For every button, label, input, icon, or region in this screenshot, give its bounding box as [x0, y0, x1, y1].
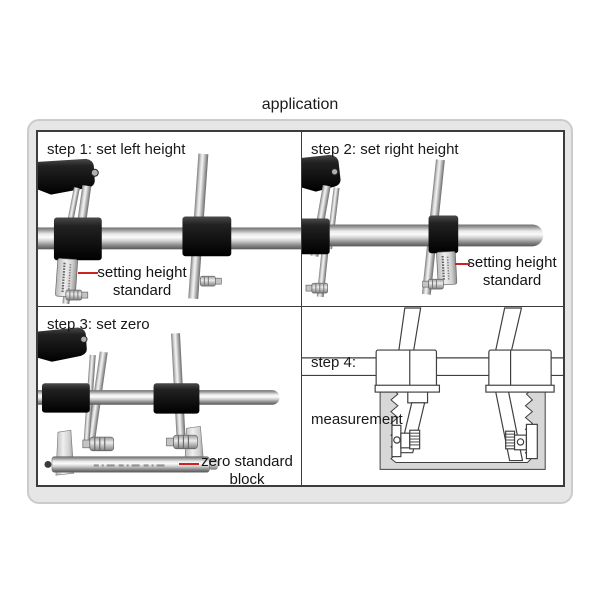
- panel-step4: step 4: measurement: [302, 307, 563, 485]
- annotation-text: block: [229, 471, 265, 485]
- thumb-screw: [65, 289, 89, 301]
- clamp-foot-right: [485, 384, 555, 393]
- thumb-screw: [200, 275, 222, 287]
- step4-title-line2: measurement: [311, 411, 403, 428]
- support-rod: [66, 187, 80, 226]
- step3-photo: [38, 327, 280, 476]
- step2-leader-line: [455, 263, 470, 265]
- annotation-text: setting height: [97, 264, 187, 281]
- mounting-bracket: [38, 327, 88, 362]
- clamp-block-center: [153, 383, 200, 414]
- annotation-text: setting height: [467, 254, 557, 271]
- support-rod: [76, 185, 92, 226]
- zero-standard-block: [44, 425, 218, 476]
- annotation-text: zero standard: [201, 453, 293, 470]
- mounting-bracket: [38, 158, 99, 195]
- panel-step2: step 2: set right height setting height …: [302, 132, 563, 307]
- clamp-block-left: [53, 217, 102, 261]
- page-title: application: [261, 96, 339, 113]
- cross-bar: [302, 224, 544, 247]
- panel-step1: step 1: set left height setting height s…: [38, 132, 302, 307]
- height-gauge: [55, 258, 79, 298]
- knurled-screw: [82, 436, 115, 452]
- step2-annotation: setting height standard: [454, 254, 563, 290]
- clamp-block-left: [41, 383, 90, 413]
- step1-annotation: setting height standard: [82, 264, 202, 300]
- steps-grid: step 1: set left height setting height s…: [36, 130, 565, 487]
- upper-rod-right: [495, 307, 523, 351]
- clamp-block-center: [428, 215, 459, 254]
- step3-annotation: zero standard block: [188, 453, 301, 485]
- cross-bar: [38, 227, 301, 250]
- annotation-text: standard: [112, 282, 172, 299]
- clamp-block-right: [182, 216, 232, 257]
- clamp-block-right: [488, 349, 552, 388]
- step1-leader-line: [78, 272, 98, 274]
- step4-title-line1: step 4:: [311, 354, 357, 371]
- panel-step3: step 3: set zero zero standard block: [38, 307, 302, 485]
- step1-title: step 1: set left height: [47, 141, 186, 158]
- step4-title: step 4: measurement: [311, 315, 403, 467]
- step3-title: step 3: set zero: [47, 316, 150, 333]
- measuring-probe-right: [505, 423, 538, 460]
- measuring-probe-left: [391, 424, 421, 458]
- annotation-text: standard: [482, 272, 542, 289]
- step2-photo: [302, 154, 544, 298]
- height-gauge: [436, 251, 458, 286]
- knurled-screw: [166, 434, 198, 450]
- step1-photo: [38, 153, 301, 305]
- step4-drawing: [302, 307, 563, 470]
- clamp-block-left: [302, 218, 330, 255]
- mounting-bracket: [302, 154, 341, 192]
- step3-leader-line: [179, 463, 199, 465]
- step2-title: step 2: set right height: [311, 141, 459, 158]
- thumb-screw: [305, 282, 329, 294]
- thumb-screw: [422, 278, 444, 290]
- probe-holder: [407, 391, 429, 404]
